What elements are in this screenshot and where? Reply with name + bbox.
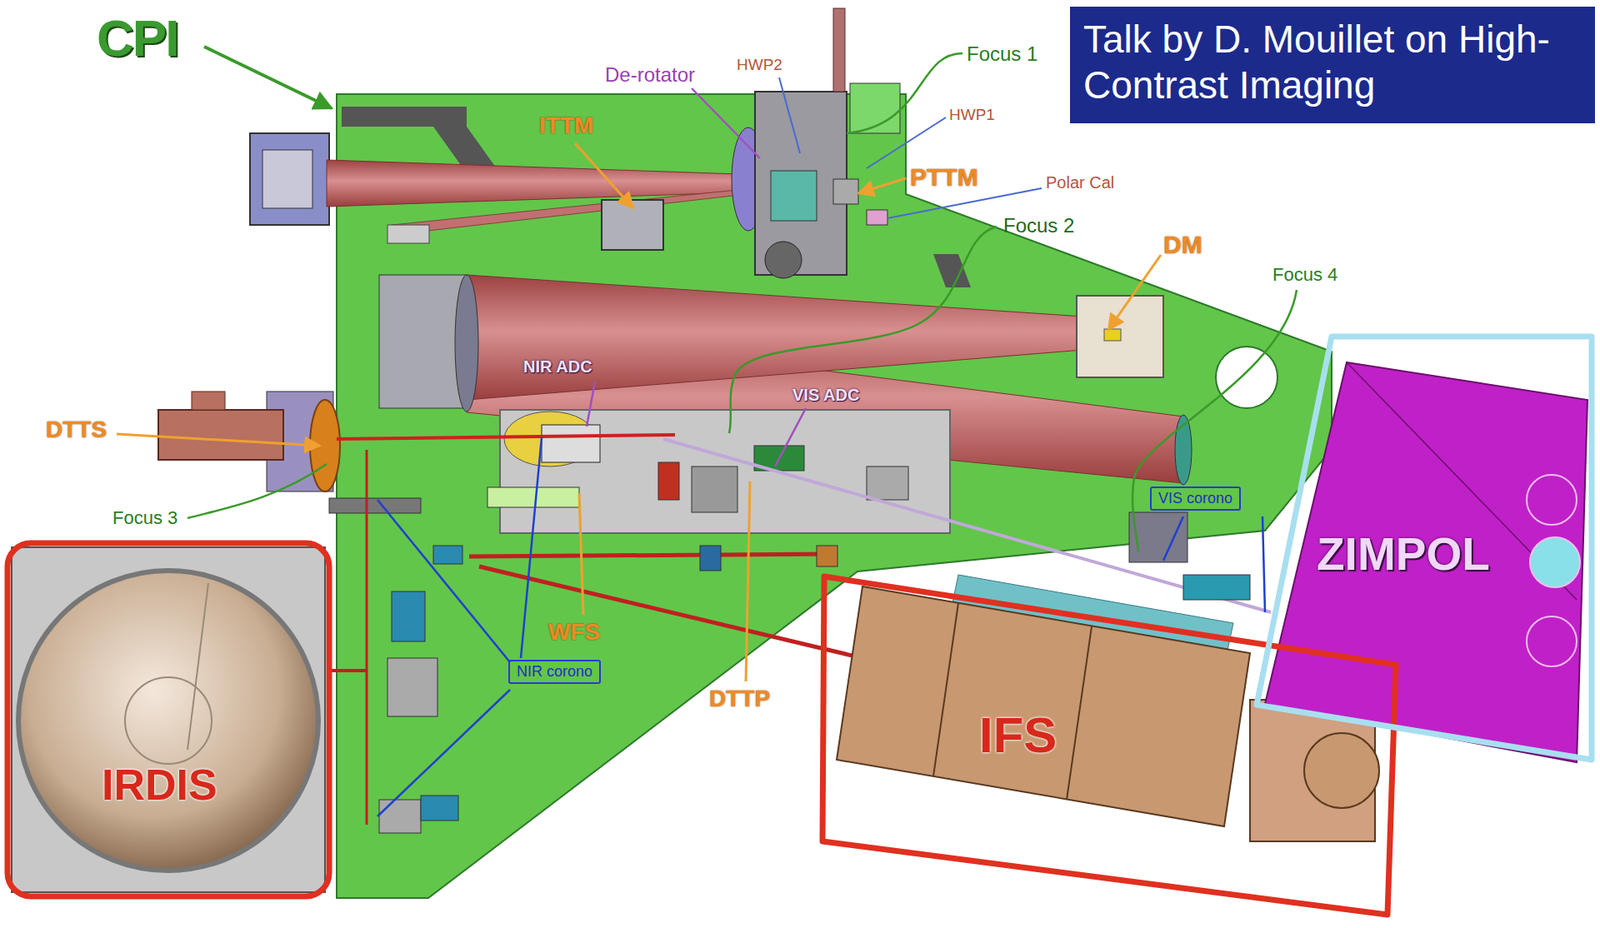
node-text: NIR corono [516,663,593,681]
instrument-outline: ZIMPOL [1250,330,1597,767]
part-label: HWP1 [949,105,995,125]
node-text: Talk by D. Mouillet on High-Contrast Ima… [1083,16,1582,109]
outline-stroke [7,543,330,897]
part-label: Polar Cal [1045,173,1115,193]
part-label: DTTP [709,685,770,713]
outline-shape [812,566,1406,927]
part-label: Focus 3 [112,507,178,529]
part-label: VIS ADC [792,385,860,405]
outline-stroke [1256,336,1592,760]
part-label: De-rotator [605,63,695,87]
node-text: VIS corono [1158,490,1233,508]
outline-shape [5,540,332,900]
part-label: WFS [548,619,600,646]
part-label: HWP2 [736,55,783,75]
module-label: CPI [96,8,178,68]
part-label: ITTM [539,112,594,140]
part-label: PTTM [910,163,979,193]
node-text: ZIMPOL [1316,527,1490,581]
part-label: Focus 2 [1003,214,1075,238]
part-label: DTTS [45,416,107,444]
part-label: DM [1163,230,1203,260]
coronagraph-box: VIS corono [1150,486,1241,511]
coronagraph-box: NIR corono [508,660,601,685]
instrument-outline: IFS [812,566,1406,927]
node-text: IRDIS [101,760,218,810]
outline-stroke [822,576,1396,915]
title-banner: Talk by D. Mouillet on High-Contrast Ima… [1068,5,1597,125]
part-label: NIR ADC [523,357,593,377]
part-label: Focus 1 [966,42,1038,66]
instrument-outline: IRDIS [5,540,332,900]
node-text: IFS [979,706,1057,765]
part-label: Focus 4 [1272,264,1338,285]
